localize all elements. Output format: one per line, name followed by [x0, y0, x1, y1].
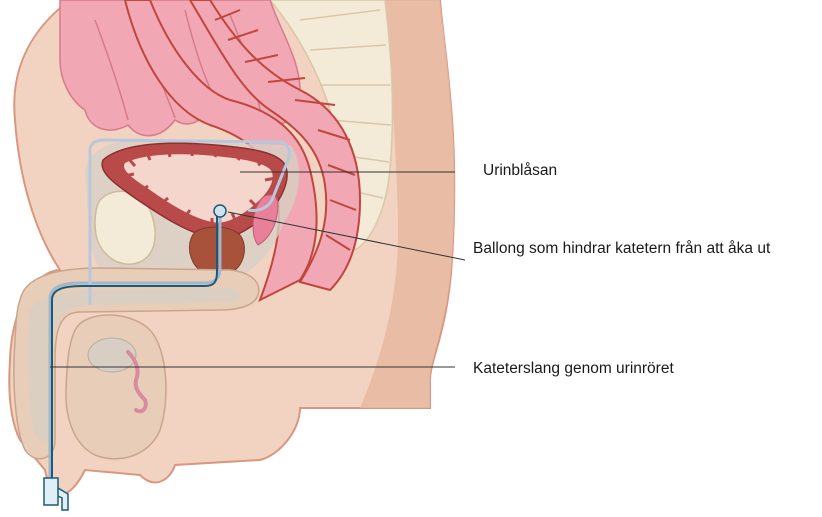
label-balloon: Ballong som hindrar katetern från att åk… [473, 238, 803, 259]
label-catheter-tube: Kateterslang genom urinröret [473, 358, 674, 379]
catheter-balloon [214, 205, 226, 217]
label-bladder: Urinblåsan [483, 160, 557, 181]
scrotum [66, 315, 166, 459]
